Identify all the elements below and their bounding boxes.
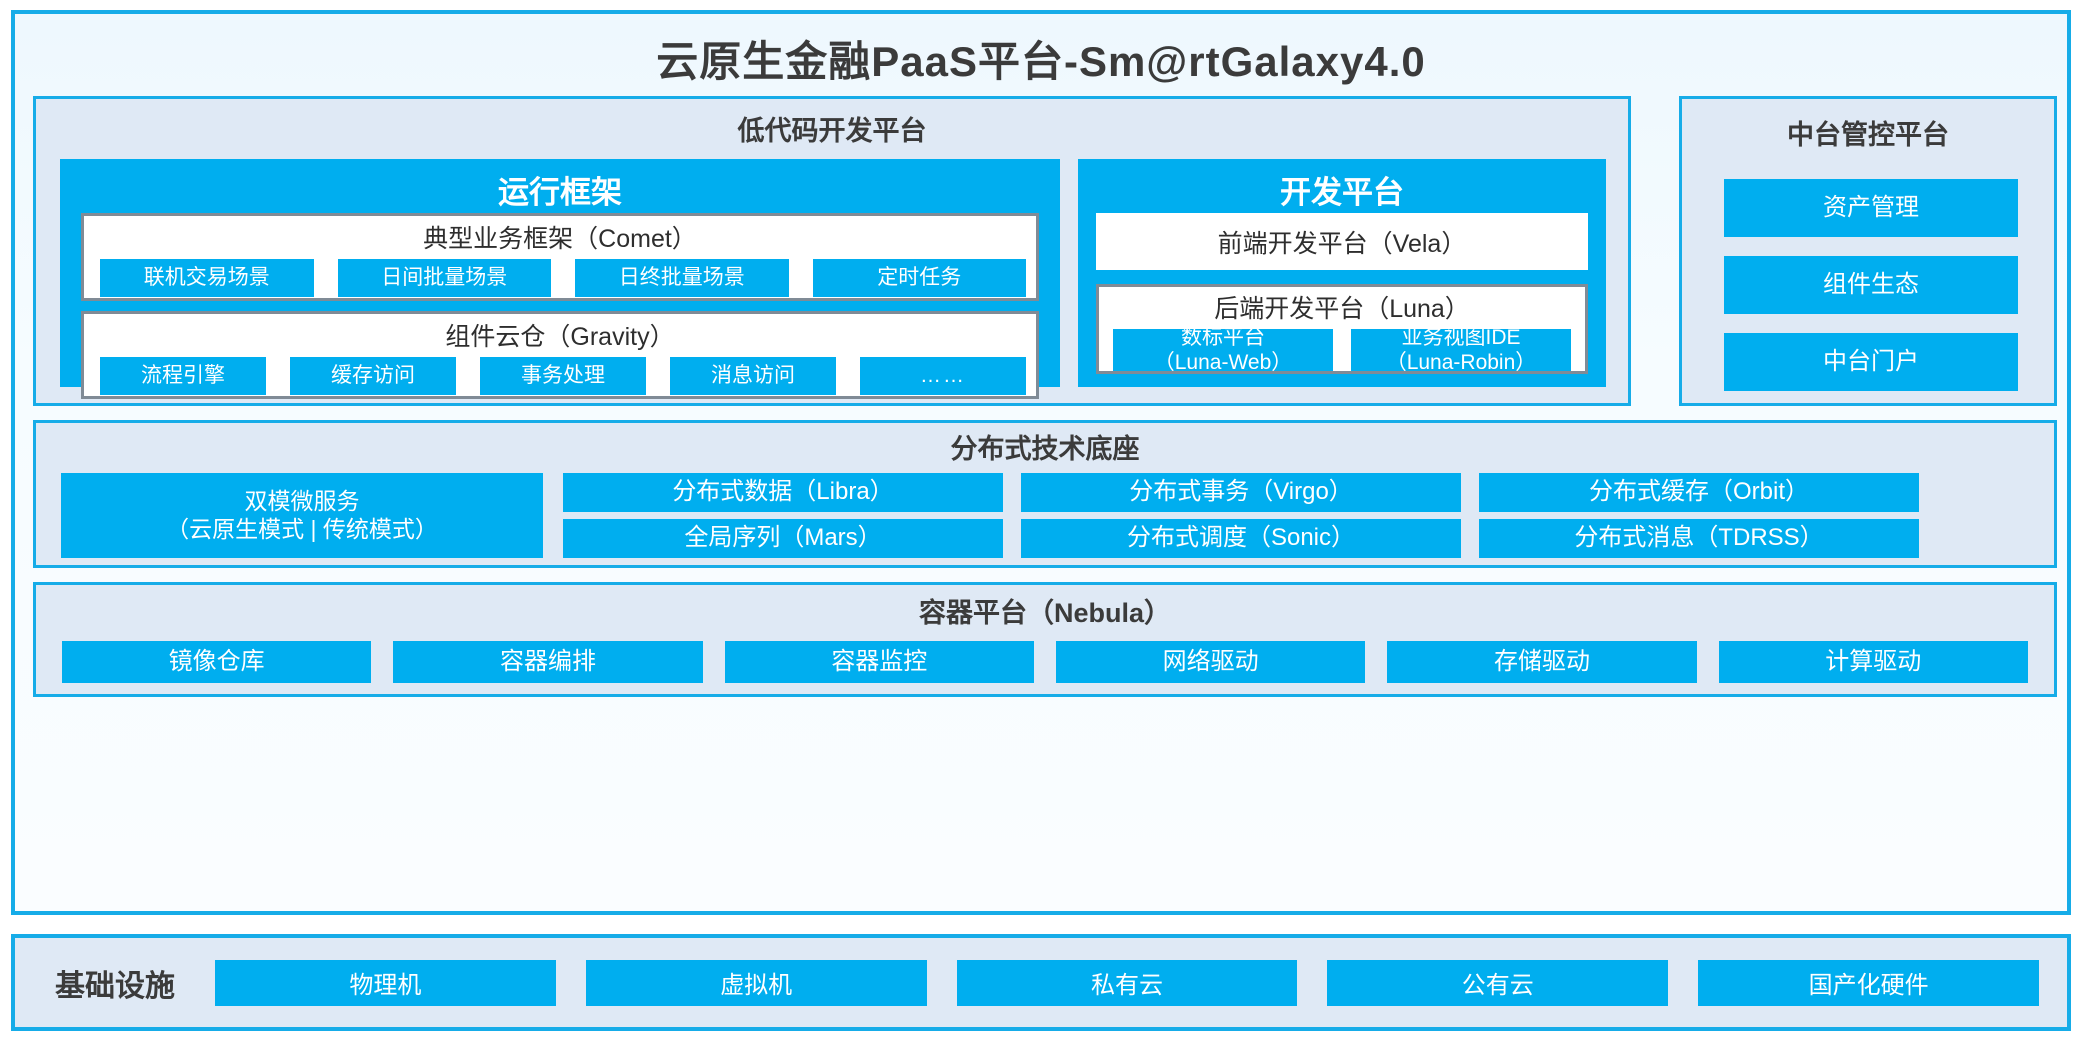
midplatform-panel-title: 中台管控平台 [1787, 120, 1949, 150]
chip-luna-web-line1: 数标平台 [1181, 325, 1265, 349]
page-title: 云原生金融PaaS平台-Sm@rtGalaxy4.0 [656, 38, 1426, 85]
chip-container-4[interactable]: 存储驱动 [1387, 641, 1697, 683]
chip-gravity-0[interactable]: 流程引擎 [100, 357, 266, 395]
chip-container-0[interactable]: 镜像仓库 [62, 641, 372, 683]
chip-luna-web-line2: （Luna-Web） [1153, 351, 1293, 374]
chip-midplatform-0[interactable]: 资产管理 [1724, 179, 2018, 237]
platform-frame: 云原生金融PaaS平台-Sm@rtGalaxy4.0 低代码开发平台 运行框架 … [11, 10, 2071, 915]
techbase-panel-title: 分布式技术底座 [950, 434, 1140, 464]
chip-gravity-4[interactable]: …… [860, 357, 1026, 395]
chip-luna-robin-line2: （Luna-Robin） [1385, 351, 1537, 374]
runtime-framework-title: 运行框架 [498, 175, 622, 210]
chip-luna-web[interactable]: 数标平台 （Luna-Web） [1113, 326, 1333, 374]
chip-techbase-orbit[interactable]: 分布式缓存（Orbit） [1479, 473, 1919, 512]
chip-techbase-virgo[interactable]: 分布式事务（Virgo） [1021, 473, 1461, 512]
infrastructure-chip-row: 物理机 虚拟机 私有云 公有云 国产化硬件 [215, 959, 2067, 1006]
techbase-panel[interactable]: 分布式技术底座 双模微服务 （云原生模式 | 传统模式） 分布式数据（Libra… [33, 420, 2057, 568]
chip-comet-3[interactable]: 定时任务 [812, 259, 1026, 297]
dev-platform-group[interactable]: 开发平台 前端开发平台（Vela） 后端开发平台（Luna） 数标平台 （Lun… [1078, 159, 1606, 387]
lowcode-panel[interactable]: 低代码开发平台 运行框架 典型业务框架（Comet） 联机交易场景 日间批量场景… [33, 96, 1631, 406]
lowcode-panel-title: 低代码开发平台 [737, 116, 927, 146]
chip-infra-2[interactable]: 私有云 [956, 959, 1298, 1006]
chip-techbase-sonic[interactable]: 分布式调度（Sonic） [1021, 519, 1461, 558]
gravity-chip-row: 流程引擎 缓存访问 事务处理 消息访问 …… [100, 357, 1026, 395]
infrastructure-label: 基础设施 [55, 969, 175, 1003]
chip-comet-0[interactable]: 联机交易场景 [100, 259, 314, 297]
chip-container-1[interactable]: 容器编排 [393, 641, 703, 683]
luna-chip-row: 数标平台 （Luna-Web） 业务视图IDE （Luna-Robin） [1113, 326, 1571, 374]
comet-chip-row: 联机交易场景 日间批量场景 日终批量场景 定时任务 [100, 259, 1026, 297]
luna-title: 后端开发平台（Luna） [1214, 295, 1470, 323]
dev-platform-title: 开发平台 [1280, 175, 1404, 210]
chip-gravity-3[interactable]: 消息访问 [670, 357, 836, 395]
chip-comet-1[interactable]: 日间批量场景 [337, 259, 551, 297]
comet-title: 典型业务框架（Comet） [423, 225, 697, 253]
runtime-framework-group[interactable]: 运行框架 典型业务框架（Comet） 联机交易场景 日间批量场景 日终批量场景 … [60, 159, 1060, 399]
chip-techbase-tdrss[interactable]: 分布式消息（TDRSS） [1479, 519, 1919, 558]
gravity-card[interactable]: 组件云仓（Gravity） 流程引擎 缓存访问 事务处理 消息访问 …… [81, 311, 1039, 399]
chip-container-5[interactable]: 计算驱动 [1718, 641, 2028, 683]
chip-dual-mode-line2: （云原生模式 | 传统模式） [166, 515, 438, 542]
chip-techbase-libra[interactable]: 分布式数据（Libra） [563, 473, 1003, 512]
chip-infra-4[interactable]: 国产化硬件 [1698, 959, 2039, 1006]
gravity-title: 组件云仓（Gravity） [445, 323, 675, 351]
chip-comet-2[interactable]: 日终批量场景 [575, 259, 789, 297]
midplatform-panel[interactable]: 中台管控平台 资产管理 组件生态 中台门户 [1679, 96, 2057, 406]
chip-luna-robin-line1: 业务视图IDE [1401, 325, 1521, 349]
chip-midplatform-1[interactable]: 组件生态 [1724, 256, 2018, 314]
chip-midplatform-2[interactable]: 中台门户 [1724, 333, 2018, 391]
vela-card[interactable]: 前端开发平台（Vela） [1096, 213, 1588, 270]
chip-gravity-1[interactable]: 缓存访问 [290, 357, 456, 395]
chip-infra-3[interactable]: 公有云 [1327, 959, 1669, 1006]
chip-infra-0[interactable]: 物理机 [215, 959, 556, 1006]
chip-container-3[interactable]: 网络驱动 [1055, 641, 1366, 683]
chip-dual-mode-microservice[interactable]: 双模微服务 （云原生模式 | 传统模式） [61, 473, 543, 558]
chip-luna-robin[interactable]: 业务视图IDE （Luna-Robin） [1351, 326, 1571, 374]
chip-container-2[interactable]: 容器监控 [724, 641, 1034, 683]
comet-card[interactable]: 典型业务框架（Comet） 联机交易场景 日间批量场景 日终批量场景 定时任务 [81, 213, 1039, 301]
chip-gravity-2[interactable]: 事务处理 [480, 357, 646, 395]
container-panel[interactable]: 容器平台（Nebula） 镜像仓库 容器编排 容器监控 网络驱动 存储驱动 计算… [33, 582, 2057, 697]
infrastructure-bar[interactable]: 基础设施 物理机 虚拟机 私有云 公有云 国产化硬件 [11, 934, 2071, 1031]
chip-techbase-mars[interactable]: 全局序列（Mars） [563, 519, 1003, 558]
container-chip-row: 镜像仓库 容器编排 容器监控 网络驱动 存储驱动 计算驱动 [62, 641, 2028, 683]
luna-card[interactable]: 后端开发平台（Luna） 数标平台 （Luna-Web） 业务视图IDE （Lu… [1096, 284, 1588, 374]
container-panel-title: 容器平台（Nebula） [918, 598, 1172, 628]
chip-dual-mode-line1: 双模微服务 [244, 488, 360, 515]
chip-infra-1[interactable]: 虚拟机 [585, 959, 927, 1006]
vela-title: 前端开发平台（Vela） [1217, 229, 1467, 258]
